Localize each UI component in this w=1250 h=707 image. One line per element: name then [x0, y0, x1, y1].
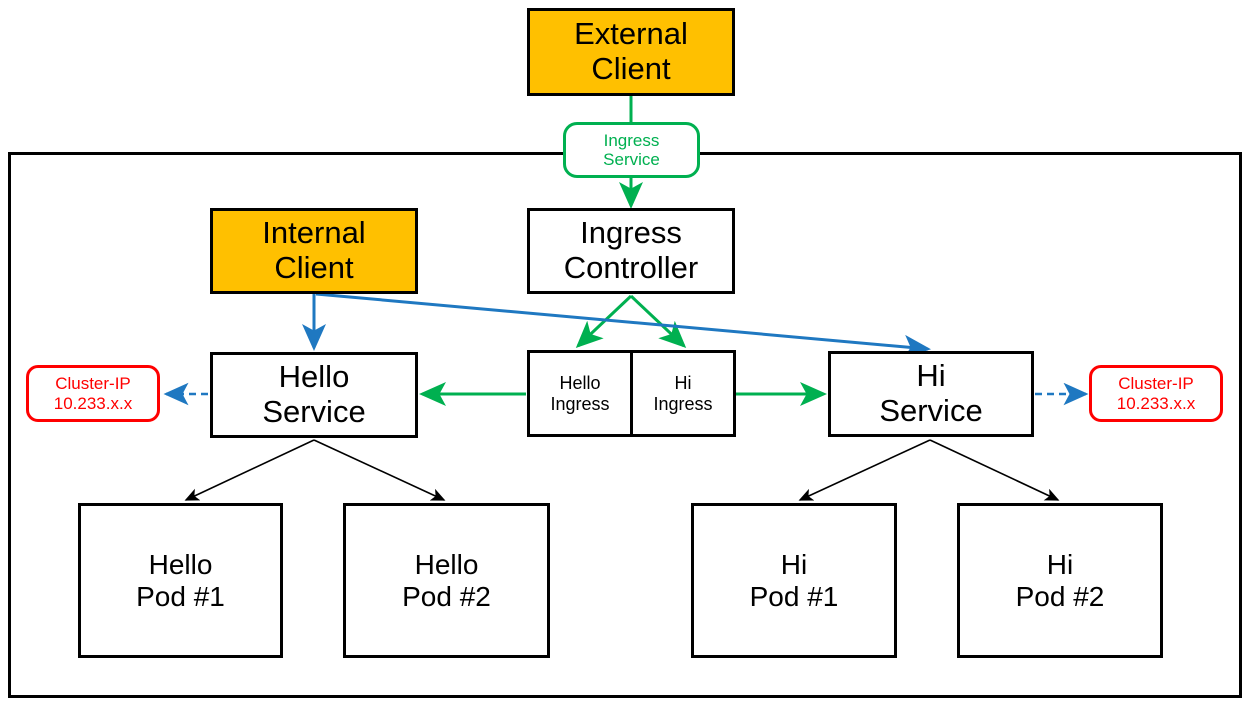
node-hi-ingress[interactable]: Hi Ingress [633, 353, 733, 434]
hi-pod-2-line-1: Hi [1046, 549, 1074, 581]
node-hello-service[interactable]: Hello Service [210, 352, 418, 438]
hi-pod-1-line-2: Pod #1 [749, 580, 839, 612]
hi-service-line-2: Service [879, 393, 983, 428]
node-cluster-ip-hi[interactable]: Cluster-IP 10.233.x.x [1089, 365, 1223, 422]
hello-pod-1-line-2: Pod #1 [136, 580, 225, 612]
node-internal-client[interactable]: Internal Client [210, 208, 418, 294]
node-hi-service[interactable]: Hi Service [828, 351, 1034, 437]
hi-service-line-1: Hi [916, 358, 946, 394]
hello-ingress-line-2: Ingress [550, 393, 610, 414]
node-hi-pod-1[interactable]: Hi Pod #1 [691, 503, 897, 658]
node-ingress-service[interactable]: Ingress Service [563, 122, 700, 178]
ingress-service-line-1: Ingress [603, 130, 660, 150]
cluster-ip-hello-address: 10.233.x.x [53, 393, 133, 413]
ingress-rules-group: Hello Ingress Hi Ingress [527, 350, 736, 437]
node-hi-pod-2[interactable]: Hi Pod #2 [957, 503, 1163, 658]
ingress-controller-line-2: Controller [563, 250, 699, 285]
internal-client-line-1: Internal [262, 215, 366, 251]
hello-pod-2-line-2: Pod #2 [402, 580, 491, 612]
cluster-ip-hi-address: 10.233.x.x [1116, 393, 1196, 413]
node-ingress-controller[interactable]: Ingress Controller [527, 208, 735, 294]
hi-pod-2-line-2: Pod #2 [1015, 580, 1105, 612]
hello-ingress-line-1: Hello [559, 372, 601, 393]
internal-client-line-2: Client [274, 250, 354, 285]
node-external-client[interactable]: External Client [527, 8, 735, 96]
hello-service-line-1: Hello [278, 359, 350, 395]
hello-pod-2-line-1: Hello [414, 549, 479, 581]
node-hello-pod-1[interactable]: Hello Pod #1 [78, 503, 283, 658]
ingress-service-line-2: Service [603, 150, 660, 169]
hi-pod-1-line-1: Hi [780, 549, 808, 581]
hi-ingress-line-2: Ingress [653, 393, 713, 414]
ingress-divider [630, 353, 633, 434]
node-cluster-ip-hello[interactable]: Cluster-IP 10.233.x.x [26, 365, 160, 422]
node-hello-ingress[interactable]: Hello Ingress [530, 353, 630, 434]
hello-pod-1-line-1: Hello [148, 549, 213, 581]
cluster-ip-hi-label: Cluster-IP [1118, 374, 1194, 394]
node-hello-pod-2[interactable]: Hello Pod #2 [343, 503, 550, 658]
hello-service-line-2: Service [262, 394, 366, 429]
external-client-line-1: External [574, 16, 688, 52]
external-client-line-2: Client [591, 51, 671, 86]
cluster-ip-hello-label: Cluster-IP [55, 374, 131, 394]
hi-ingress-line-1: Hi [674, 372, 692, 393]
ingress-controller-line-1: Ingress [580, 215, 682, 251]
